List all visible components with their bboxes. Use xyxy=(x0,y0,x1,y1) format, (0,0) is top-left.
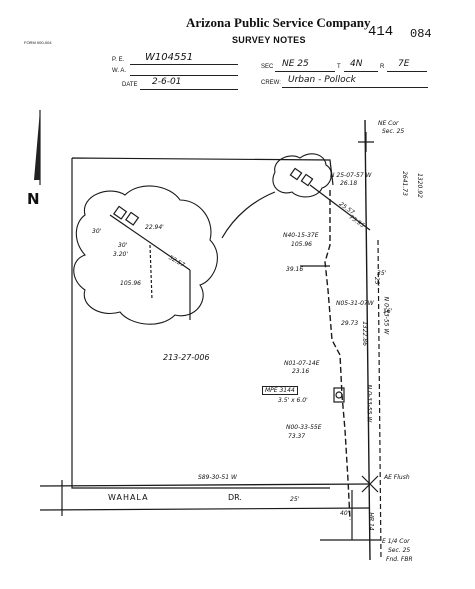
crew-value: Urban - Pollock xyxy=(288,75,356,85)
meter-box-circle xyxy=(335,391,343,399)
ae-flush-label: AE Flush xyxy=(384,474,410,481)
dist-5: 73.37 xyxy=(288,433,306,440)
bearing-top: N 25-07-57 W xyxy=(330,172,372,179)
street-suffix: DR. xyxy=(228,493,242,502)
right-bearing-2: N 0-33-55 W xyxy=(382,296,390,335)
parcel-number: 213-27-006 xyxy=(163,353,210,362)
box-label: MPE 3144 xyxy=(262,386,298,395)
form-number: FORM 000-004 xyxy=(24,40,52,45)
dist-top: 26.18 xyxy=(340,180,358,187)
company-name: Arizona Public Service Company xyxy=(186,15,371,30)
bearing-4: N01-07-14E xyxy=(284,360,320,367)
street-width: 25' xyxy=(290,496,300,503)
right-dist-2: 1320.92 xyxy=(415,173,423,198)
r-value: 7E xyxy=(398,59,410,69)
transformer-left-1 xyxy=(113,205,128,220)
r-label: R xyxy=(380,64,385,70)
transformer-top-1 xyxy=(289,167,303,181)
pe-label: P. E. xyxy=(112,57,125,63)
dist-left-b: 22.94' xyxy=(145,224,164,231)
street-name: WAHALA xyxy=(108,493,149,502)
dist-3: 29.73 xyxy=(341,320,359,327)
e14-cor-label: E 1/4 Cor xyxy=(382,538,410,545)
r-field-line xyxy=(387,71,427,72)
section-line-right-2 xyxy=(377,239,382,561)
crew-label: CREW: xyxy=(261,80,281,86)
dist-35: 35' xyxy=(377,270,387,277)
street-bearing: S89-30-51 W xyxy=(198,474,237,481)
wa-label: W. A. xyxy=(112,68,127,74)
easement-cloud-left xyxy=(73,185,218,325)
crew-field-line xyxy=(282,87,428,88)
utility-line xyxy=(324,190,351,521)
ne-cor-label: NE Cor xyxy=(378,120,399,127)
north-label: N xyxy=(27,190,40,208)
t-field-line xyxy=(344,71,378,72)
meter-box xyxy=(333,387,345,403)
dist-40: 40' xyxy=(340,510,350,517)
ae-flush-mark xyxy=(361,475,379,493)
transformer-left-2 xyxy=(125,211,140,226)
pe-field-line xyxy=(130,64,238,65)
dist-left-f: 105.96 xyxy=(120,280,141,287)
right-dist-3: 1322.86 xyxy=(360,321,368,346)
transformer-top-2 xyxy=(300,173,314,187)
dist-16: 16' xyxy=(383,308,393,315)
date-field-line xyxy=(140,89,238,90)
document-title: SURVEY NOTES xyxy=(232,35,306,45)
dist-4: 23.16 xyxy=(292,368,310,375)
date-label: DATE xyxy=(122,82,138,88)
bearing-3: N05-31-07W xyxy=(336,300,374,307)
dist-left-a: 30' xyxy=(92,228,102,235)
section-line-right xyxy=(364,119,371,561)
bearing-mid: N40-15-37E xyxy=(283,232,319,239)
wa-field-line xyxy=(130,75,238,76)
lot-boundary xyxy=(71,157,334,489)
box-size: 3.5' x 6.0' xyxy=(278,397,308,404)
dist-left-d: 3.20' xyxy=(113,251,129,258)
cloud-line-2 xyxy=(149,244,153,301)
sec-label: SEC xyxy=(261,64,274,70)
pe-value: W104551 xyxy=(145,52,194,63)
diagonal-line-top xyxy=(309,184,371,231)
right-dist-1: 2641.73 xyxy=(400,171,408,196)
dist-3916: 39.16 xyxy=(286,266,304,273)
ne-cor-sec-label: Sec. 25 xyxy=(382,128,405,135)
sheet-number: 414 xyxy=(368,24,394,40)
t-value: 4N xyxy=(350,59,363,69)
dist-hb: HB 14 xyxy=(367,512,375,531)
sheet-code: 084 xyxy=(410,27,432,41)
date-value: 2-6-01 xyxy=(152,77,182,87)
street-line-bottom xyxy=(39,507,371,511)
street-line-top xyxy=(39,483,371,487)
e14-sec-label: Sec. 25 xyxy=(388,547,411,554)
sec-value: NE 25 xyxy=(282,59,309,69)
dist-25: 25' xyxy=(373,276,381,287)
dist-mid: 105.96 xyxy=(291,241,312,248)
north-arrow xyxy=(34,110,41,185)
bearing-5: N00-33-55E xyxy=(286,424,322,431)
sec-field-line xyxy=(275,71,335,72)
ne-corner-mark xyxy=(358,132,374,152)
dist-left-c: 30' xyxy=(118,242,128,249)
t-label: T xyxy=(337,64,341,70)
easement-cloud-top xyxy=(272,153,332,198)
right-bearing-1: N 0-33-55 W xyxy=(365,384,373,423)
e14-fnd-label: Fnd. FBR xyxy=(386,556,413,563)
leader-line xyxy=(221,191,276,239)
cloud-line-1 xyxy=(109,214,191,271)
